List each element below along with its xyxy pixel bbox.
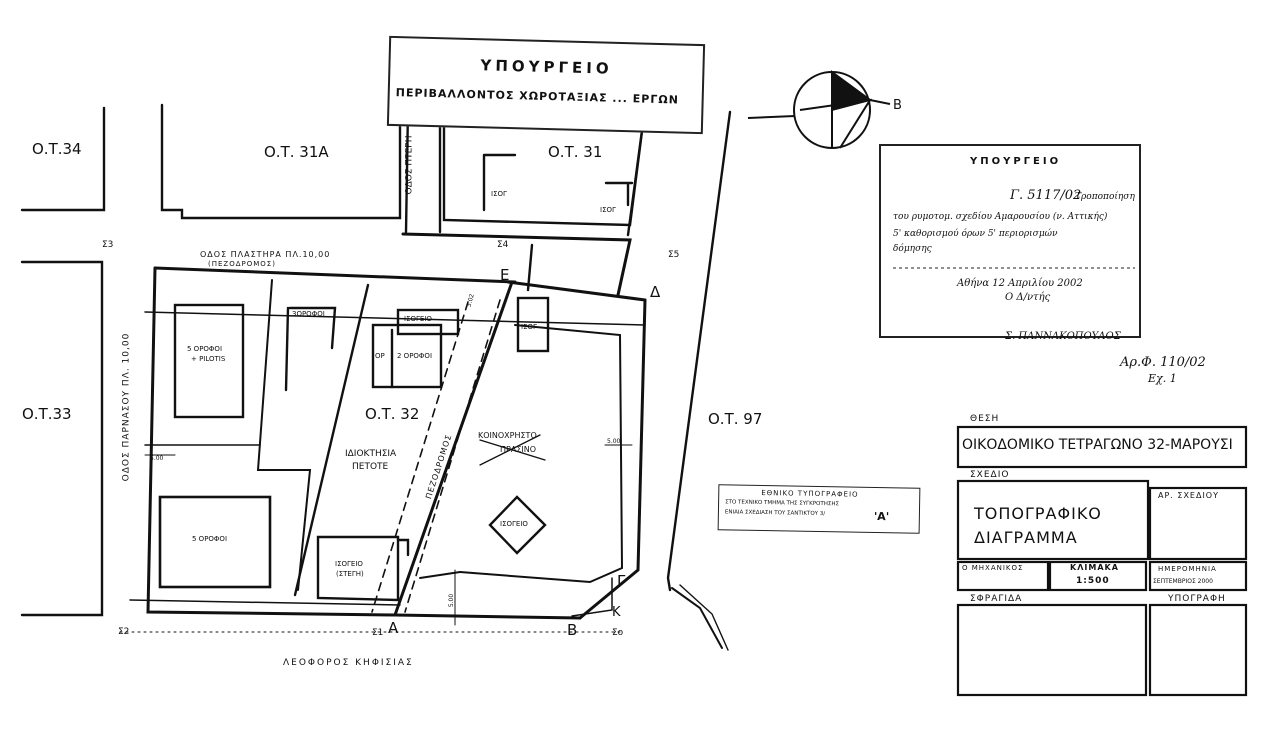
approval-stamp-hand1: Τροποποίηση (1075, 192, 1135, 202)
common-green-2: ΠΡΑΣΙΝΟ (500, 445, 537, 454)
dim-500-left: 5.00 (150, 455, 164, 462)
point-k: Κ (612, 605, 621, 620)
ministry-stamp-line1: ΥΠΟΥΡΓΕΙΟ (480, 56, 613, 78)
building-isog-e: ΙΣΟΓ (521, 323, 537, 331)
block-ot34-outline (20, 106, 106, 212)
street-parnasou: ΟΔΟΣ ΠΑΡΝΑΣΟΥ ΠΛ. 10,00 (121, 332, 132, 482)
label-ot97: Ο.Τ. 97 (708, 410, 763, 428)
compass-rose (747, 70, 891, 149)
title-block-thesi-value: ΟΙΚΟΔΟΜΙΚΟ ΤΕΤΡΑΓΩΝΟ 32-ΜΑΡΟΥΣΙ (962, 437, 1233, 453)
approval-stamp-title: ΥΠΟΥΡΓΕΙΟ (970, 156, 1062, 167)
title-block-thesi-label: ΘΕΣΗ (970, 414, 1000, 424)
building-isogeio-top: ΙΣΟΓΕΙΟ (404, 315, 432, 323)
building-pilotis: + PILOTIS (191, 355, 226, 363)
building-isogeio-diamond: ΙΣΟΓΕΙΟ (500, 520, 528, 528)
dim-500-right: 5.00 (607, 438, 621, 445)
approval-stamp-hand3: 5' καθορισμού όρων 5' περιορισμών (893, 229, 1058, 239)
approval-stamp-date: Αθήνα 12 Απριλίου 2002 (957, 278, 1083, 289)
building-isog-31a: ΙΣΟΓ (491, 190, 507, 198)
point-so: Σο (612, 628, 624, 638)
title-block-date-value: ΣΕΠΤΕΜΒΡΙΟΣ 2000 (1153, 578, 1213, 585)
ministry-stamp-top: ΥΠΟΥΡΓΕΙΟ ΠΕΡΙΒΑΛΛΟΝΤΟΣ ΧΩΡΟΤΑΞΙΑΣ ... Ε… (386, 35, 706, 135)
file-number: Αρ.Φ. 110/02 (1120, 355, 1206, 370)
building-isogeio-stegi-1: ΙΣΟΓΕΙΟ (335, 560, 363, 568)
approval-stamp-signatory: Σ. ΠΑΝΝΑΚΟΠΟΥΛΟΣ (1005, 331, 1121, 342)
title-block-frame (956, 425, 1248, 697)
label-ot31: Ο.Τ. 31 (548, 143, 603, 161)
building-isogeio-stegi-2: (ΣΤΕΓΗ) (336, 570, 364, 578)
street-pezodromos: (ΠΕΖΟΔΡΟΜΟΣ) (208, 260, 276, 268)
property-petote-1: ΙΔΙΟΚΤΗΣΙΑ (345, 449, 397, 459)
point-s3: Σ3 (102, 240, 114, 250)
approval-stamp-hand2: του ρυμοτομ. σχεδίου Αμαρουσίου (ν. Αττι… (893, 212, 1108, 222)
point-b: Β (567, 621, 578, 639)
street-plastira: ΟΔΟΣ ΠΛΑΣΤΗΡΑ ΠΛ.10,00 (200, 250, 331, 259)
building-op: ΟΡ (375, 352, 385, 360)
street-pteri: ΟΔΟΣ ΠΤΕΡΗ (404, 135, 415, 195)
national-printing-stamp: ΕΘΝΙΚΟ ΤΥΠΟΓΡΑΦΕΙΟ ΣΤΟ ΤΕΧΝΙΚΟ ΤΜΗΜΑ ΤΗΣ… (717, 484, 921, 534)
point-e: Ε (500, 266, 510, 284)
point-s5: Σ5 (668, 250, 680, 260)
block-ot32-outline (146, 266, 397, 617)
label-ot34: Ο.Τ.34 (32, 140, 82, 158)
printing-stamp-mark: 'A' (873, 509, 890, 524)
point-a: Α (388, 619, 399, 637)
dim-500-bottom: 5.00 (448, 593, 456, 608)
point-s2: Σ2 (118, 627, 130, 637)
point-d: Δ (650, 283, 661, 301)
title-block-title-2: ΔΙΑΓΡΑΜΜΑ (974, 528, 1078, 547)
block-ot31a-outline (160, 103, 402, 220)
approval-stamp-hand4: δόμησης (893, 244, 932, 254)
label-ot31a: Ο.Τ. 31Α (264, 143, 329, 161)
building-isog-31: ΙΣΟΓ (600, 206, 616, 214)
compass-north-letter: Β (893, 98, 902, 113)
title-block-ypografi: ΥΠΟΓΡΑΦΗ (1168, 594, 1226, 604)
title-block-mixanikos: Ο ΜΗΧΑΝΙΚΟΣ (962, 564, 1024, 572)
block-ot33-outline (20, 260, 104, 617)
building-5-orofoi-pilotis: 5 ΟΡΟΦΟΙ (187, 345, 223, 353)
title-block-date-label: ΗΜΕΡΟΜΗΝΙΑ (1158, 565, 1217, 573)
title-block-ar-sxediou: ΑΡ. ΣΧΕΔΙΟΥ (1158, 491, 1219, 500)
point-s4: Σ4 (497, 240, 509, 250)
title-block-title-1: ΤΟΠΟΓΡΑΦΙΚΟ (974, 504, 1102, 523)
printing-stamp-line2: ΣΤΟ ΤΕΧΝΙΚΟ ΤΜΗΜΑ ΤΗΣ ΣΥΓΚΡΟΤΗΣΗΣ (725, 499, 840, 508)
common-green-1: ΚΟΙΝΟΧΡΗΣΤΟ (478, 431, 537, 440)
point-s1: Σ1 (372, 628, 384, 638)
printing-stamp-line3: ΕΝΙΑΙΑ ΣΧΕΔΙΑΣΗ ΤΟΥ ΣΑΝΤΙΚΤΟΥ 3/ (724, 509, 826, 518)
property-petote-2: ΠΕΤΟΤΕ (352, 462, 389, 472)
title-block-klimaka-label: ΚΛΙΜΑΚΑ (1070, 563, 1119, 572)
copy-number: Εχ. 1 (1148, 372, 1177, 385)
title-block-sfragida: ΣΦΡΑΓΙΔΑ (970, 594, 1023, 604)
title-block-klimaka-value: 1:500 (1076, 576, 1110, 586)
building-3-orofoi: 3ΟΡΟΦΟΙ (292, 310, 325, 318)
street-kifisias: ΛΕΟΦΟΡΟΣ ΚΗΦΙΣΙΑΣ (283, 658, 414, 668)
ministry-stamp-line2: ΠΕΡΙΒΑΛΛΟΝΤΟΣ ΧΩΡΟΤΑΞΙΑΣ ... ΕΡΓΩΝ (395, 86, 680, 107)
title-block-sxedio-label: ΣΧΕΔΙΟ (970, 470, 1010, 480)
approval-stamp-ref: Γ. 5117/02 (1010, 188, 1082, 203)
printing-stamp-line1: ΕΘΝΙΚΟ ΤΥΠΟΓΡΑΦΕΙΟ (761, 488, 859, 499)
point-g: Γ (617, 572, 626, 590)
building-5-orofoi: 5 ΟΡΟΦΟΙ (192, 535, 228, 543)
building-2-orofoi: 2 ΟΡΟΦΟΙ (397, 352, 433, 360)
approval-stamp-sign: Ο Δ/ντής (1005, 292, 1051, 303)
label-ot33: Ο.Τ.33 (22, 405, 72, 423)
label-ot32: Ο.Τ. 32 (365, 405, 420, 423)
